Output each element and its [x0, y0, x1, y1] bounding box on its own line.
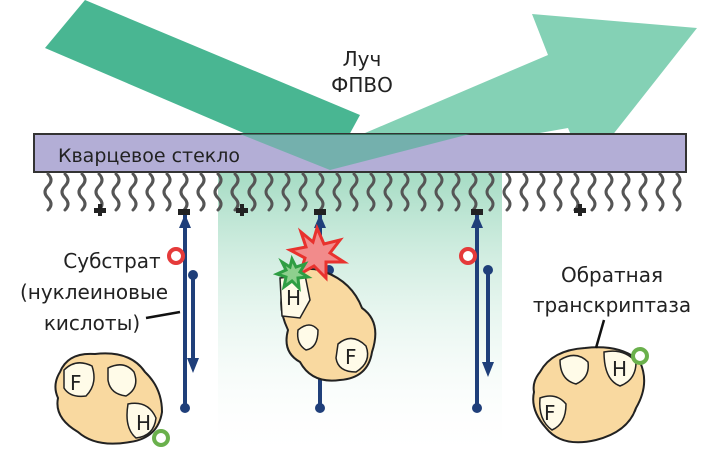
brush-strand [485, 172, 495, 212]
incoming-beam [45, 0, 360, 170]
brush-strand [383, 172, 393, 212]
brush-strand [536, 172, 546, 212]
glass-label: Кварцевое стекло [58, 145, 240, 167]
brush-strand [128, 172, 138, 212]
surface-anchor [94, 204, 106, 216]
brush-strand [366, 172, 376, 212]
brush-strand [43, 172, 53, 212]
brush-strand [570, 172, 580, 212]
beam-label-line2: ФПВО [331, 73, 393, 97]
domain-h-label: H [612, 357, 627, 381]
brush-strand [315, 172, 325, 212]
domain-h-label: H [136, 411, 151, 435]
substrate-label-line3: кислоты) [44, 311, 140, 335]
brush-strand [451, 172, 461, 212]
brush-strand [77, 172, 87, 212]
brush-strand [468, 172, 478, 212]
surface-anchor [574, 204, 586, 216]
domain-f-label: F [544, 401, 556, 425]
domain-f-label: F [70, 371, 82, 395]
brush-strand [587, 172, 597, 212]
brush-strand [264, 172, 274, 212]
surface-brush-layer [43, 172, 682, 212]
brush-strand [298, 172, 308, 212]
rt-label-line2: транскриптаза [533, 293, 691, 317]
reverse-transcriptase-free-right: H F [532, 346, 649, 444]
surface-anchor [236, 204, 248, 216]
brush-strand [519, 172, 529, 212]
brush-strand [281, 172, 291, 212]
rt-label-line1: Обратная [561, 263, 663, 287]
green-fluorescence-star [272, 254, 313, 293]
beam-through-glass [240, 134, 470, 170]
brush-strand [621, 172, 631, 212]
reflected-beam [290, 14, 697, 170]
brush-strand [604, 172, 614, 212]
brush-strand [60, 172, 70, 212]
nucleic-acid-substrate-left [167, 209, 199, 413]
brush-strand [332, 172, 342, 212]
nucleic-acid-substrate-right [459, 209, 494, 413]
brush-strand [434, 172, 444, 212]
domain-h-label: H [286, 286, 301, 310]
brush-strand [400, 172, 410, 212]
reverse-transcriptase-free-left: F H [54, 352, 170, 447]
brush-strand [196, 172, 206, 212]
brush-strand [638, 172, 648, 212]
brush-strand [417, 172, 427, 212]
brush-strand [213, 172, 223, 212]
domain-f-label: F [345, 345, 357, 369]
brush-strand [145, 172, 155, 212]
brush-strand [502, 172, 512, 212]
brush-strand [553, 172, 563, 212]
brush-strand [230, 172, 240, 212]
reverse-transcriptase-bound: H F [279, 268, 377, 382]
brush-strand [672, 172, 682, 212]
brush-strand [349, 172, 359, 212]
substrate-label-line1: Субстрат [63, 249, 161, 273]
brush-strand [179, 172, 189, 212]
beam-label-line1: Луч [343, 47, 382, 71]
substrate-label-line2: (нуклеиновые [20, 280, 168, 304]
brush-strand [162, 172, 172, 212]
substrate-pointer [145, 310, 181, 320]
brush-strand [247, 172, 257, 212]
brush-strand [111, 172, 121, 212]
rt-pointer [594, 319, 606, 349]
brush-strand [655, 172, 665, 212]
